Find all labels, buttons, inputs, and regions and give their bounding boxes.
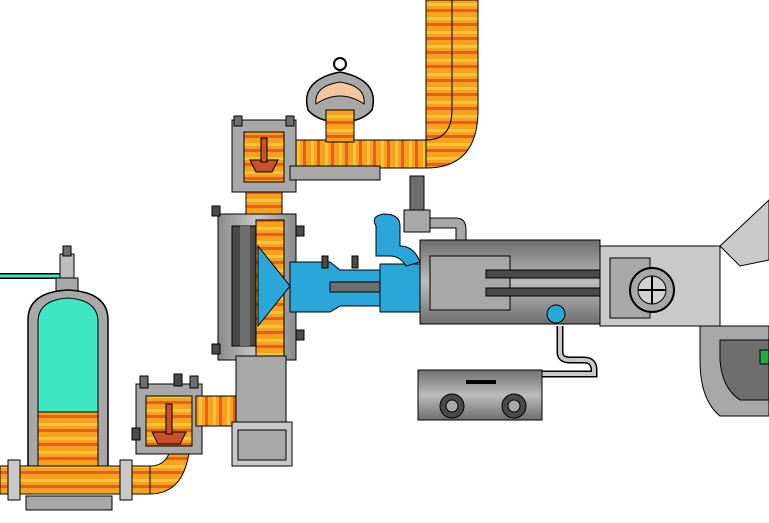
discharge-valve: [249, 159, 279, 173]
oil-return-line: [540, 326, 598, 378]
accumulator-valve: [59, 253, 75, 279]
discharge-valve-block: [231, 115, 297, 193]
diaphragm: [257, 244, 291, 328]
status-indicator: [759, 349, 769, 365]
discharge-pipe: [289, 0, 479, 181]
oil-port: [546, 304, 566, 324]
relief-valve: [403, 175, 467, 241]
inlet-pipe: [0, 419, 191, 511]
oil-reservoir: [417, 369, 543, 421]
suction-valve-box: [135, 375, 203, 455]
accumulator: [0, 245, 109, 479]
dampener-bladder: [315, 81, 365, 105]
drive-housing: [419, 199, 769, 417]
bolts: [131, 205, 359, 441]
suction-valve: [151, 431, 187, 445]
pulsation-dampener: [306, 57, 374, 143]
pump-casing: [217, 213, 297, 467]
hydraulic-chamber: [289, 213, 421, 313]
